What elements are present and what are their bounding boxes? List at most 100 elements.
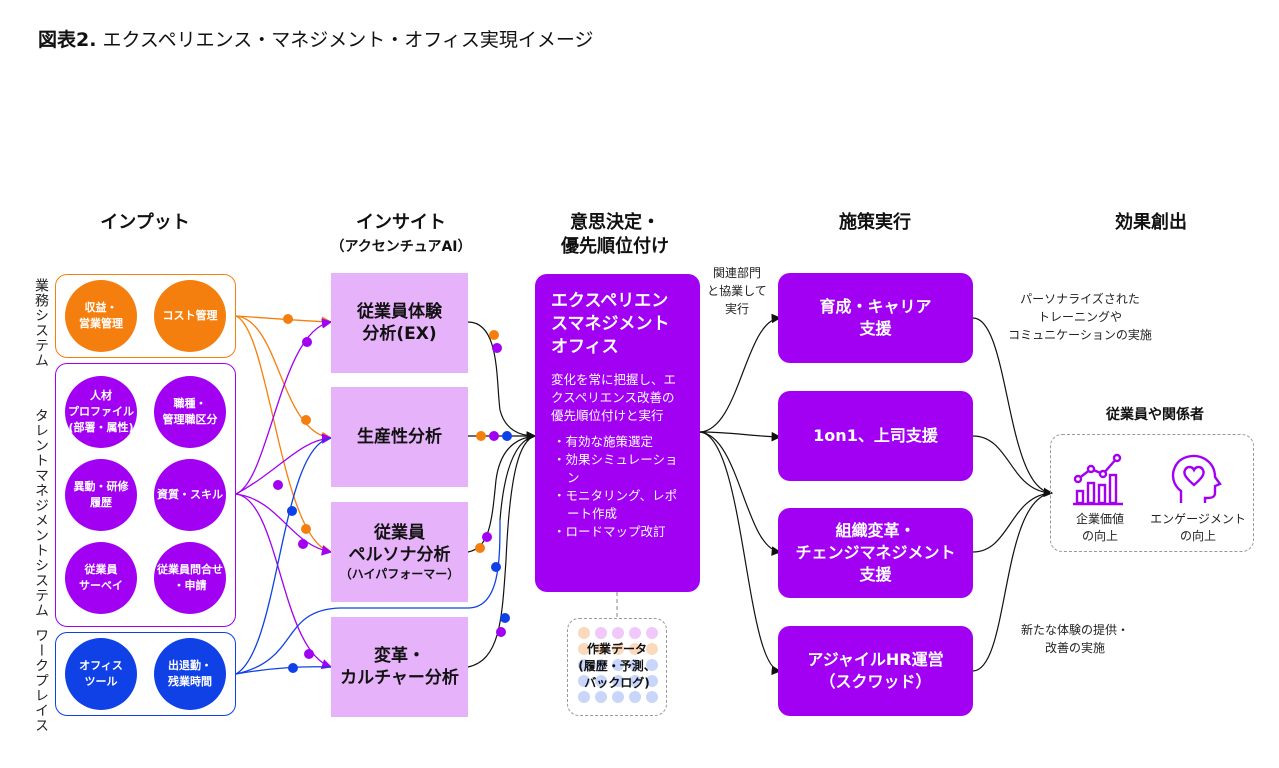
- input-item-text: 出退勤・: [168, 659, 212, 672]
- input-item-text: 従業員: [84, 563, 118, 576]
- connector-business-to-persona: [235, 315, 333, 555]
- connector-career-to-effect: [972, 317, 1054, 498]
- connector-persona-to-office: [467, 435, 536, 553]
- office-bullet: 効果シミュレーション: [551, 451, 684, 487]
- measure-text: 組織変革・: [835, 521, 916, 540]
- data-dot: [578, 675, 590, 687]
- work-data-line: バックログ): [584, 676, 650, 690]
- effect-label-line: の向上: [1081, 529, 1118, 543]
- group-label-business-system: 業務システム: [33, 278, 49, 368]
- data-dot: [646, 675, 658, 687]
- collab-note-line: 実行: [724, 302, 749, 316]
- data-dot: [595, 627, 607, 639]
- data-dot: [629, 643, 641, 655]
- insight-text: ペルソナ分析: [348, 545, 451, 565]
- insight-heading: インサイト: [356, 212, 446, 233]
- office-bullet: 有効な施策選定: [551, 433, 684, 451]
- insight-text: 変革・: [374, 646, 425, 666]
- data-dot-purple: [273, 480, 283, 490]
- data-dot-purple: [482, 532, 492, 542]
- data-dot-purple: [304, 649, 314, 659]
- connector-talent-to-ex: [235, 318, 333, 495]
- input-item-text: 異動・研修: [73, 480, 129, 493]
- input-item-text: 履歴: [90, 496, 112, 509]
- data-dot: [629, 659, 641, 671]
- group-label-talent-system: タレントマネジメントシステム: [33, 408, 49, 618]
- data-dot-orange: [301, 524, 311, 534]
- data-dot-orange: [283, 314, 293, 324]
- data-dot: [595, 659, 607, 671]
- column-heading-effect: 効果創出: [1115, 212, 1187, 233]
- connector-talent-to-persona: [235, 493, 333, 556]
- measure-text: 支援: [859, 319, 892, 338]
- measure-agile-hr: アジャイルHR運営（スクワッド）: [778, 626, 973, 716]
- input-item-attendance: 出退勤・残業時間: [154, 638, 226, 710]
- input-item-text: プロファイル: [68, 405, 134, 418]
- stakeholders-title: 従業員や関係者: [1106, 407, 1204, 423]
- connector-change-to-effect: [972, 492, 1053, 553]
- data-dot-orange: [476, 431, 486, 441]
- data-dot: [612, 659, 624, 671]
- group-label-workplace: ワークプレイス: [33, 628, 49, 733]
- input-group-workplace: オフィスツール 出退勤・残業時間: [55, 632, 236, 716]
- measure-text: チェンジマネジメント: [795, 543, 956, 562]
- input-item-skills: 資質・スキル: [154, 459, 226, 531]
- effect-label-line: の向上: [1179, 529, 1216, 543]
- effect-label-line: エンゲージメント: [1150, 512, 1246, 526]
- connector-agile-to-effect: [972, 492, 1053, 672]
- measure-career-support: 育成・キャリア支援: [778, 273, 973, 363]
- connector-workplace-to-culture: [235, 666, 332, 675]
- data-dot: [629, 675, 641, 687]
- data-dot: [612, 643, 624, 655]
- input-group-talent-system: 人材プロファイル(部署・属性) 職種・管理職区分 異動・研修履歴 資質・スキル …: [55, 363, 236, 627]
- stakeholders-box: 企業価値 の向上 エンゲージメント の向上: [1050, 434, 1254, 552]
- column-heading-execution: 施策実行: [839, 212, 911, 233]
- office-description: 変化を常に把握し、エクスペリエンス改善の優先順位付けと実行: [551, 372, 677, 423]
- data-dot-purple: [489, 431, 499, 441]
- insight-subtext: （ハイパフォーマー）: [339, 567, 460, 581]
- insight-productivity-analysis: 生産性分析: [331, 387, 468, 487]
- insight-subheading: （アクセンチュアAI）: [330, 239, 472, 255]
- insight-text: 従業員体験: [357, 302, 442, 322]
- data-dot-purple: [492, 343, 502, 353]
- input-item-text: 従業員問合せ: [157, 563, 223, 576]
- connector-office-to-career: [699, 313, 782, 433]
- input-item-inquiries: 従業員問合せ・申請: [154, 542, 226, 614]
- effect-corporate-value: 企業価値 の向上: [1055, 511, 1145, 545]
- input-item-text: 職種・: [173, 397, 207, 410]
- collaboration-note: 関連部門 と協業して 実行: [702, 264, 772, 318]
- data-dot-blue: [491, 562, 501, 572]
- input-item-text: 収益・: [84, 301, 118, 314]
- collab-note-line: と協業して: [707, 284, 767, 298]
- decision-heading-line1: 意思決定・: [570, 212, 660, 233]
- data-dot: [578, 659, 590, 671]
- work-data-box: 作業データ (履歴・予測、 バックログ): [567, 618, 667, 716]
- input-item-job-type: 職種・管理職区分: [154, 376, 226, 448]
- decision-heading-line2: 優先順位付け: [561, 236, 669, 257]
- connector-workplace-to-productivity: [235, 437, 332, 675]
- measure-change-management: 組織変革・チェンジマネジメント支援: [778, 508, 973, 598]
- input-item-text: 営業管理: [79, 317, 123, 330]
- input-item-revenue: 収益・営業管理: [65, 280, 137, 352]
- office-bullet: ロードマップ改訂: [551, 523, 684, 541]
- column-heading-decision: 意思決定・ 優先順位付け: [530, 211, 700, 259]
- input-item-profile: 人材プロファイル(部署・属性): [65, 376, 137, 448]
- insight-persona-analysis: 従業員ペルソナ分析 （ハイパフォーマー）: [331, 502, 468, 602]
- effect-engagement: エンゲージメント の向上: [1143, 511, 1253, 545]
- connector-business-to-productivity: [235, 315, 333, 443]
- data-dot: [646, 691, 658, 703]
- data-dot: [646, 643, 658, 655]
- office-title-line: エクスペリエン: [551, 291, 669, 311]
- measure-text: （スクワッド）: [819, 672, 932, 691]
- connector-talent-to-culture: [235, 493, 333, 670]
- work-data-line: (履歴・予測、: [578, 659, 656, 673]
- figure-title: 図表2. エクスペリエンス・マネジメント・オフィス実現イメージ: [38, 25, 593, 52]
- collab-note-line: 関連部門: [712, 266, 761, 280]
- office-title-line: スマネジメント: [551, 314, 670, 334]
- input-item-text: 人材: [90, 389, 112, 402]
- insight-text: 従業員: [374, 523, 425, 543]
- data-dot: [595, 675, 607, 687]
- insight-culture-analysis: 変革・カルチャー分析: [331, 617, 468, 717]
- effect-note-line: パーソナライズされた: [1020, 292, 1140, 306]
- insight-ex-analysis: 従業員体験分析(EX): [331, 273, 468, 373]
